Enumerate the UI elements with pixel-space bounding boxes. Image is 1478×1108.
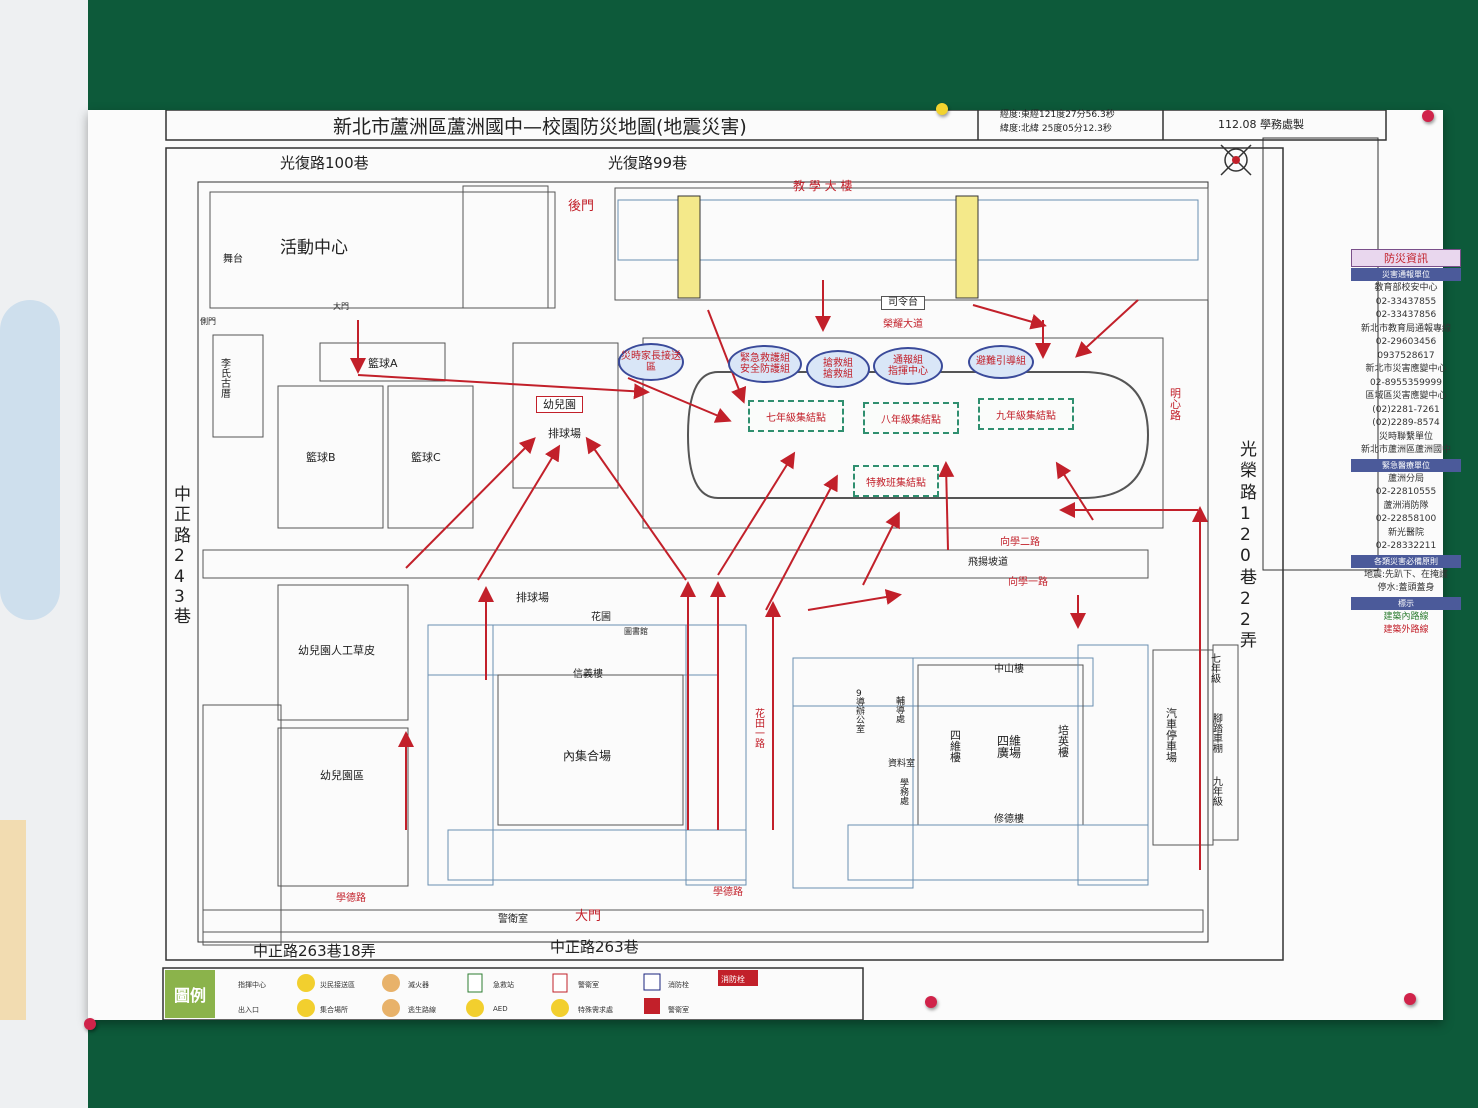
activity-center: 活動中心: [280, 238, 348, 258]
bike-shed: 腳踏車棚: [1213, 714, 1223, 755]
disaster-info-sidebar: 防災資訊 災害通報單位 教育部校安中心 02-33437855 02-33437…: [1351, 248, 1461, 638]
legend-label: 圖例: [165, 970, 215, 1018]
assembly-grade7: 七年級集結點: [748, 400, 844, 432]
basketball-b: 籃球B: [306, 451, 336, 464]
garden-label: 花圃: [591, 612, 611, 623]
kindergarten-tag: 幼兒園: [536, 396, 583, 413]
xiangxue-road-2: 向學二路: [1000, 537, 1040, 548]
made-by-label: 112.08 學務處製: [1218, 118, 1304, 131]
group-rescue: 緊急救護組安全防護組: [728, 345, 802, 383]
group-family-pickup: 災時家長接送區: [618, 343, 684, 381]
parking-lot: 汽車停車場: [1166, 707, 1177, 764]
group-guide: 避難引導組: [968, 345, 1034, 379]
siwei-plaza: 四維廣場: [996, 734, 1021, 760]
road-bottom-left: 中正路263巷18弄: [253, 942, 376, 960]
xiude-building: 修德樓: [994, 814, 1024, 825]
grade7-bike-route: 七年級: [1211, 654, 1221, 685]
map-title: 新北市蘆洲區蘆洲國中—校園防災地圖(地震災害): [333, 116, 747, 138]
xuede-road-left: 學德路: [336, 893, 366, 904]
pin-red: [925, 996, 937, 1008]
assembly-grade9: 九年級集結點: [978, 398, 1074, 430]
road-right: 光榮路120巷22弄: [1240, 440, 1257, 652]
assembly-grade8: 八年級集結點: [863, 402, 959, 434]
legend-item: 急救站: [493, 981, 514, 989]
road-top-left: 光復路100巷: [280, 154, 369, 172]
road-bottom-center: 中正路263巷: [550, 938, 639, 956]
resource-room: 資料室: [888, 759, 916, 769]
office-9: 9導辦公室: [856, 689, 866, 735]
legend-item: 特殊需求處: [578, 1006, 613, 1014]
commander-stage: 司令台: [881, 296, 925, 310]
volleyball-court-2: 排球場: [516, 591, 549, 604]
main-gate: 大門: [575, 909, 602, 924]
pin-red: [84, 1018, 96, 1030]
road-top-center: 光復路99巷: [608, 154, 688, 172]
legend-item: 出入口: [238, 1006, 259, 1014]
stage-label: 舞台: [223, 254, 243, 265]
legend-item: 指揮中心: [238, 981, 266, 989]
counseling-office: 輔導處: [896, 697, 906, 725]
legend-inner-route: 建築內路線: [1383, 611, 1429, 622]
road-mingxin: 明心路: [1170, 387, 1181, 422]
huatian-road: 花田一路: [755, 709, 765, 750]
road-left: 中正路243巷: [174, 485, 191, 628]
legend-item: 滅火器: [408, 981, 429, 989]
library-room: 圖書館: [624, 627, 648, 636]
assembly-special: 特教班集結點: [853, 465, 939, 497]
volleyball-court: 排球場: [548, 427, 581, 440]
small-gate: 大門: [333, 302, 349, 311]
xinyi-building: 信義樓: [573, 669, 603, 680]
sidebar-header: 防災資訊: [1351, 249, 1461, 267]
indoor-plaza: 內集合場: [563, 749, 612, 763]
sidebar-reporting-list: 教育部校安中心 02-33437855 02-33437856 新北市教育局通報…: [1360, 283, 1451, 455]
academic-office: 學務處: [900, 779, 910, 807]
sidebar-medical-list: 蘆洲分局 02-22810555 蘆洲消防隊 02-22858100 新光醫院 …: [1375, 473, 1437, 552]
siwei-building: 四維樓: [950, 729, 961, 764]
legend-hydrant-tag: 消防栓: [721, 975, 745, 984]
kindergarten-turf: 幼兒園人工草皮: [298, 644, 375, 657]
zhongshan-building: 中山樓: [994, 664, 1024, 675]
map-drawing: [162, 110, 1387, 1020]
flying-ramp: 飛揚坡道: [968, 557, 1008, 568]
basketball-c: 籃球C: [411, 451, 441, 464]
xuede-road-right: 學德路: [713, 887, 743, 898]
legend-item: 逃生路線: [408, 1006, 436, 1014]
teaching-building: 教 學 大 樓: [793, 179, 853, 193]
side-gate: 側門: [200, 317, 216, 326]
sidebar-medical-units: 緊急醫療單位: [1351, 458, 1461, 472]
group-command: 通報組指揮中心: [873, 347, 943, 385]
sidebar-principles: 各類災害必備原則: [1351, 554, 1461, 568]
guard-room: 警衛室: [498, 914, 528, 925]
longitude-label: 經度:東經121度27分56.3秒: [1000, 110, 1115, 120]
legend-item: 集合場所: [320, 1006, 348, 1014]
legend-item: AED: [493, 1005, 508, 1013]
legend-item: 災民接送區: [320, 981, 355, 989]
pin-yellow: [936, 103, 948, 115]
grade9-bike-route: 九年級: [1213, 777, 1223, 808]
honor-road: 榮耀大道: [883, 319, 923, 330]
evacuation-map-poster: 新北市蘆洲區蘆洲國中—校園防災地圖(地震災害) 經度:東經121度27分56.3…: [88, 110, 1461, 1020]
xiangxue-road-1: 向學一路: [1008, 577, 1048, 588]
kindergarten-area: 幼兒園區: [320, 769, 364, 782]
sidebar-markers: 標示: [1351, 596, 1461, 610]
basketball-a: 籃球A: [368, 357, 398, 370]
peiying-building: 培英樓: [1058, 724, 1069, 759]
legend-outer-route: 建築外路線: [1383, 625, 1429, 635]
pin-red: [1422, 110, 1434, 122]
back-gate: 後門: [568, 199, 595, 214]
sidebar-reporting-units: 災害通報單位: [1351, 268, 1461, 281]
latitude-label: 緯度:北緯 25度05分12.3秒: [1000, 124, 1112, 134]
neighboring-poster: [0, 0, 88, 1108]
legend-item: 消防栓: [668, 981, 689, 989]
li-temple: 李氏古厝: [221, 359, 231, 400]
legend-item: 警衛室: [668, 1006, 689, 1014]
group-search: 搶救組搶救組: [806, 350, 870, 388]
legend-item: 警衛室: [578, 981, 599, 989]
pin-red: [1404, 993, 1416, 1005]
